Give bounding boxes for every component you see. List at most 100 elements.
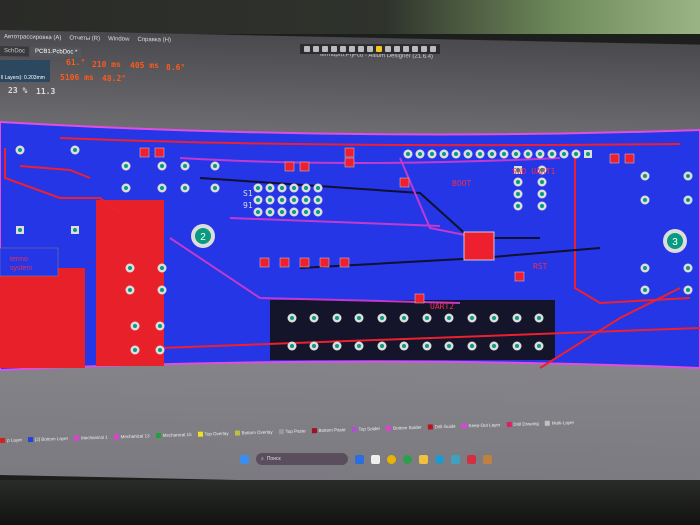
app-icon[interactable] [403, 454, 412, 464]
pad-hole [183, 164, 187, 168]
pad-hole [213, 164, 217, 168]
layer-color-swatch [311, 428, 317, 434]
smd-pad [299, 161, 310, 172]
layer-tab-label: p Layer [6, 437, 23, 443]
layer-color-swatch [113, 434, 119, 440]
layer-tab[interactable]: Mechanical 1 [74, 435, 108, 441]
search-placeholder: Поиск [266, 456, 281, 462]
pad-hole [268, 186, 272, 190]
layer-tab[interactable]: Top Overlay [197, 430, 229, 437]
pad-hole [686, 288, 690, 292]
layer-tab-label: Mechanical 13 [120, 433, 150, 440]
app-icon[interactable] [483, 454, 492, 464]
pad-hole [268, 210, 272, 214]
layer-color-swatch [544, 420, 550, 426]
layer-tab[interactable]: Top Solder [351, 426, 380, 432]
pad-hole [492, 344, 496, 348]
layer-tab-label: Top Overlay [204, 430, 229, 437]
start-icon[interactable] [240, 454, 249, 464]
pad-hole [133, 348, 137, 352]
layer-tab[interactable]: Multi-Layer [544, 419, 575, 426]
pad-hole [292, 210, 296, 214]
pad-hole [312, 316, 316, 320]
pad-hole [335, 344, 339, 348]
layer-color-swatch [351, 426, 357, 432]
pad-hole [280, 198, 284, 202]
label-91: 91 [243, 201, 253, 210]
pad-hole [316, 198, 320, 202]
pad-hole [160, 186, 164, 190]
pcb-board[interactable]: 2 3 termo system BOOT SWD UART1 RST UART… [0, 118, 700, 378]
layer-tab-label: Top Paste [285, 428, 306, 435]
shield-app-icon[interactable] [355, 454, 364, 464]
layer-tab[interactable]: Drill Guide [427, 424, 456, 430]
pad-hole [540, 192, 544, 196]
label-swd-uart1: SWD UART1 [512, 167, 556, 176]
pad-hole [526, 152, 530, 156]
pad-hole [268, 198, 272, 202]
tab-pcbdoc[interactable]: PCB1.PcbDoc * [31, 46, 82, 58]
pad-hole [316, 186, 320, 190]
label-uart2: UART2 [430, 302, 454, 311]
layer-color-swatch [461, 423, 467, 429]
pcb-toolbar[interactable] [300, 44, 440, 54]
app-icon[interactable] [451, 454, 460, 464]
label-boot: BOOT [452, 179, 471, 188]
layer-tab-label: Multi-Layer [551, 419, 575, 426]
pad-hole [292, 186, 296, 190]
layer-tab[interactable]: Bottom Paste [311, 427, 346, 434]
pad-hole [430, 152, 434, 156]
pad-hole [183, 186, 187, 190]
menu-window[interactable]: Window [108, 36, 130, 43]
pad-hole [380, 316, 384, 320]
smd-pad [514, 271, 525, 282]
pad-hole [586, 152, 590, 156]
hole-label-2: 2 [200, 232, 206, 243]
file-explorer-icon[interactable] [419, 454, 428, 464]
pad-hole [502, 152, 506, 156]
pad-hole [492, 316, 496, 320]
pad-hole [18, 148, 22, 152]
layer-tab[interactable]: Top Paste [278, 428, 306, 435]
label-s1: S1 [243, 189, 253, 198]
pad-hole [280, 210, 284, 214]
layer-tab-label: [2] Bottom Layer [34, 435, 69, 442]
hud-value: 8.6° [166, 63, 186, 72]
document-tabs: SchDoc PCB1.PcbDoc * [0, 46, 82, 58]
smd-pad [299, 257, 310, 268]
pad-hole [447, 316, 451, 320]
pad-hole [280, 186, 284, 190]
layer-tab[interactable]: p Layer [0, 437, 22, 443]
menu-reports[interactable]: Отчеты (R) [69, 35, 101, 43]
notepad-icon[interactable] [371, 454, 380, 464]
copper-pour-center [96, 200, 164, 366]
tab-schdoc[interactable]: SchDoc [0, 46, 30, 57]
layer-tab[interactable]: Drill Drawing [506, 421, 539, 428]
pad-hole [574, 152, 578, 156]
smd-pad [339, 257, 350, 268]
layer-color-swatch [28, 436, 34, 443]
pad-hole [128, 266, 132, 270]
smd-pad [344, 157, 355, 168]
pad-hole [357, 344, 361, 348]
altium-icon[interactable] [467, 454, 476, 464]
pad-hole [292, 198, 296, 202]
pad-hole [516, 180, 520, 184]
pad-hole [540, 168, 544, 172]
windows-taskbar: ⌕Поиск [240, 453, 492, 465]
pad-hole [304, 198, 308, 202]
pad-hole [133, 324, 137, 328]
edge-icon[interactable] [435, 454, 444, 464]
chrome-icon[interactable] [387, 454, 396, 464]
pad-hole [357, 316, 361, 320]
pad-hole [643, 174, 647, 178]
taskbar-search[interactable]: ⌕Поиск [256, 453, 348, 465]
pad-hole [686, 266, 690, 270]
pad-hole [470, 344, 474, 348]
pad-hole [515, 344, 519, 348]
mcu-chip[interactable] [463, 231, 495, 261]
pad-hole [380, 344, 384, 348]
layer-tab-label: Drill Drawing [513, 421, 539, 427]
hud-value: 405 ms [130, 61, 159, 70]
menu-help[interactable]: Справка (H) [137, 36, 171, 44]
